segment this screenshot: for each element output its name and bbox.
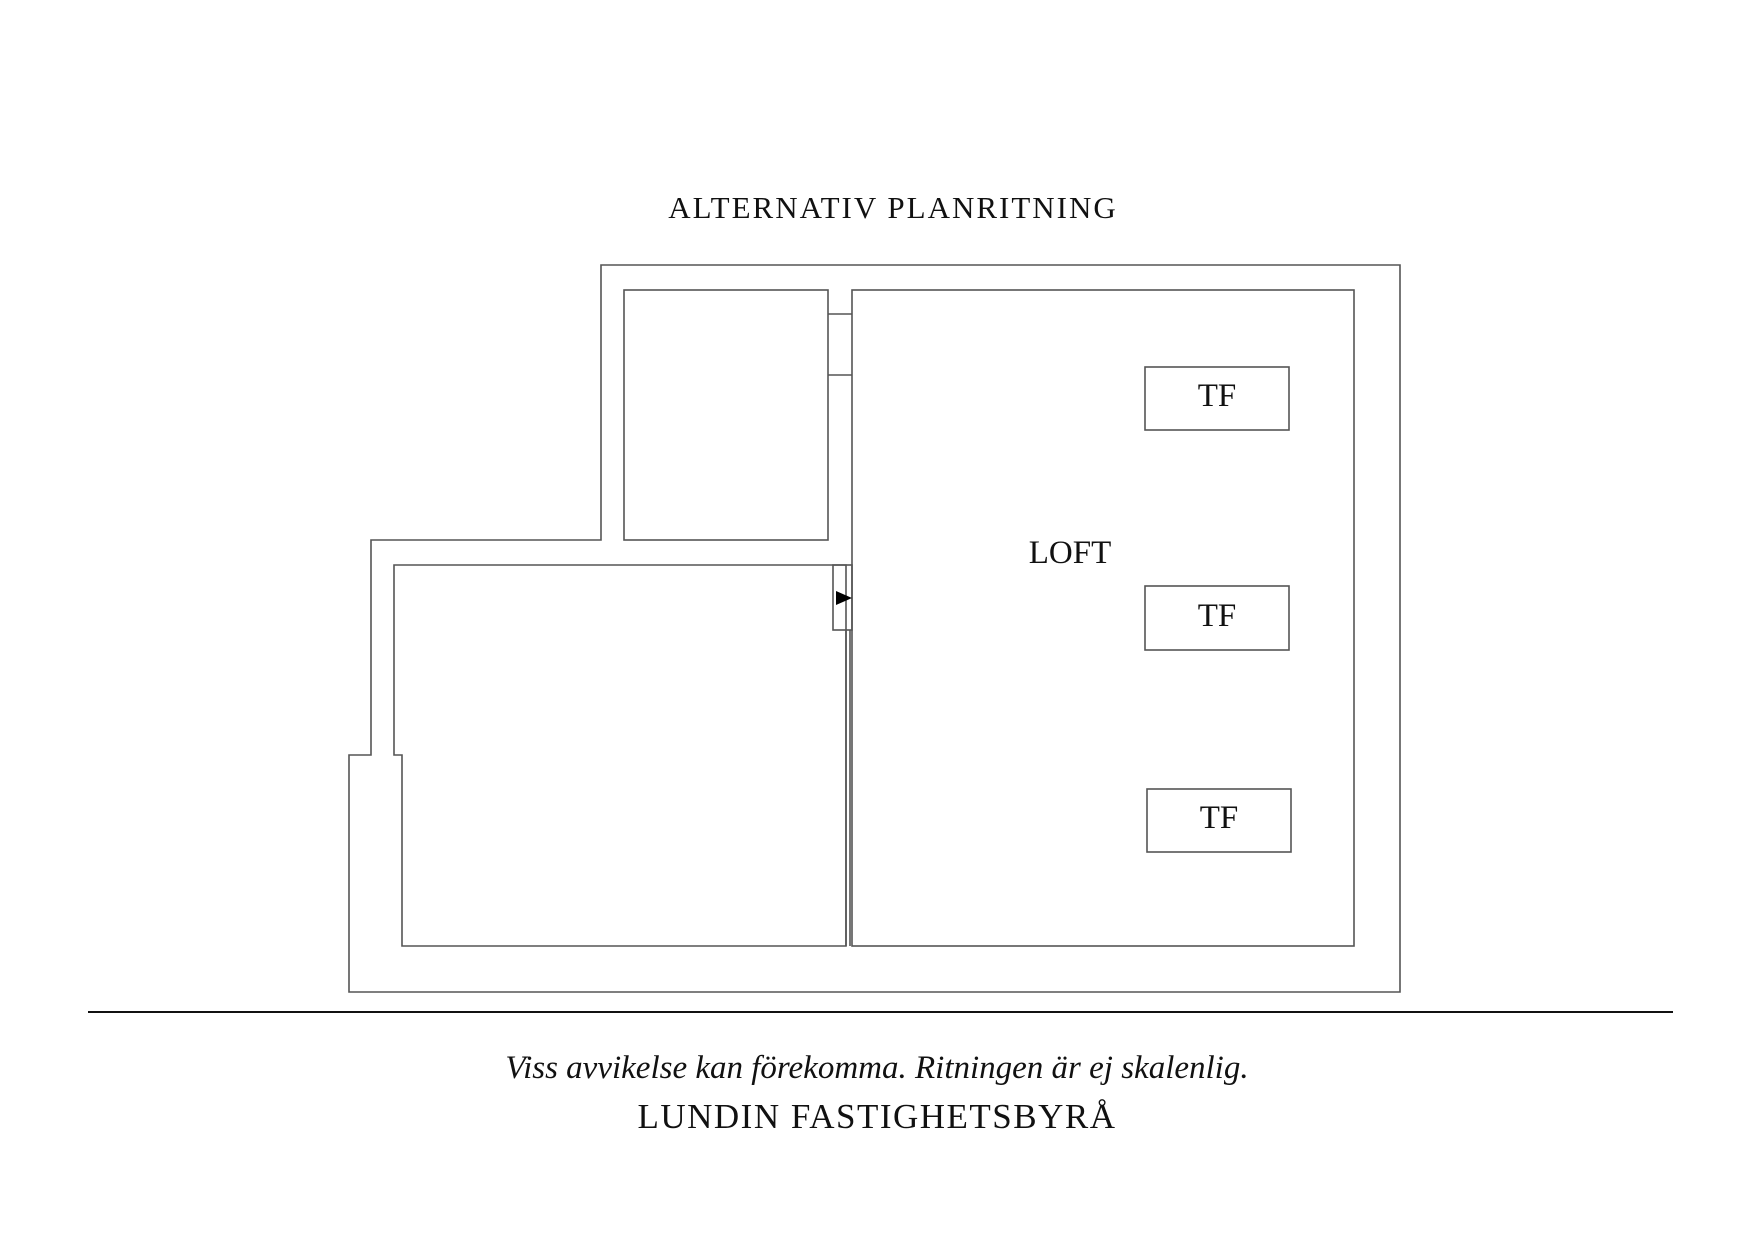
drawing-title: ALTERNATIV PLANRITNING (668, 190, 1118, 225)
tf-label-3: TF (1199, 800, 1239, 836)
room-lower-left (393, 564, 847, 947)
room-label-loft: LOFT (1028, 535, 1112, 571)
door-arrow-icon (836, 591, 852, 605)
tf-label-1: TF (1197, 378, 1237, 414)
tf-label-2: TF (1197, 598, 1237, 634)
tf-box-1 (1144, 366, 1290, 431)
room-storage (623, 289, 829, 541)
tf-box-2 (1144, 585, 1290, 651)
door (832, 564, 853, 631)
disclaimer-text: Viss avvikelse kan förekomma. Ritningen … (505, 1050, 1249, 1086)
company-name: LUNDIN FASTIGHETSBYRÅ (637, 1097, 1117, 1136)
outer-wall (348, 264, 1401, 993)
tf-box-3 (1146, 788, 1292, 853)
